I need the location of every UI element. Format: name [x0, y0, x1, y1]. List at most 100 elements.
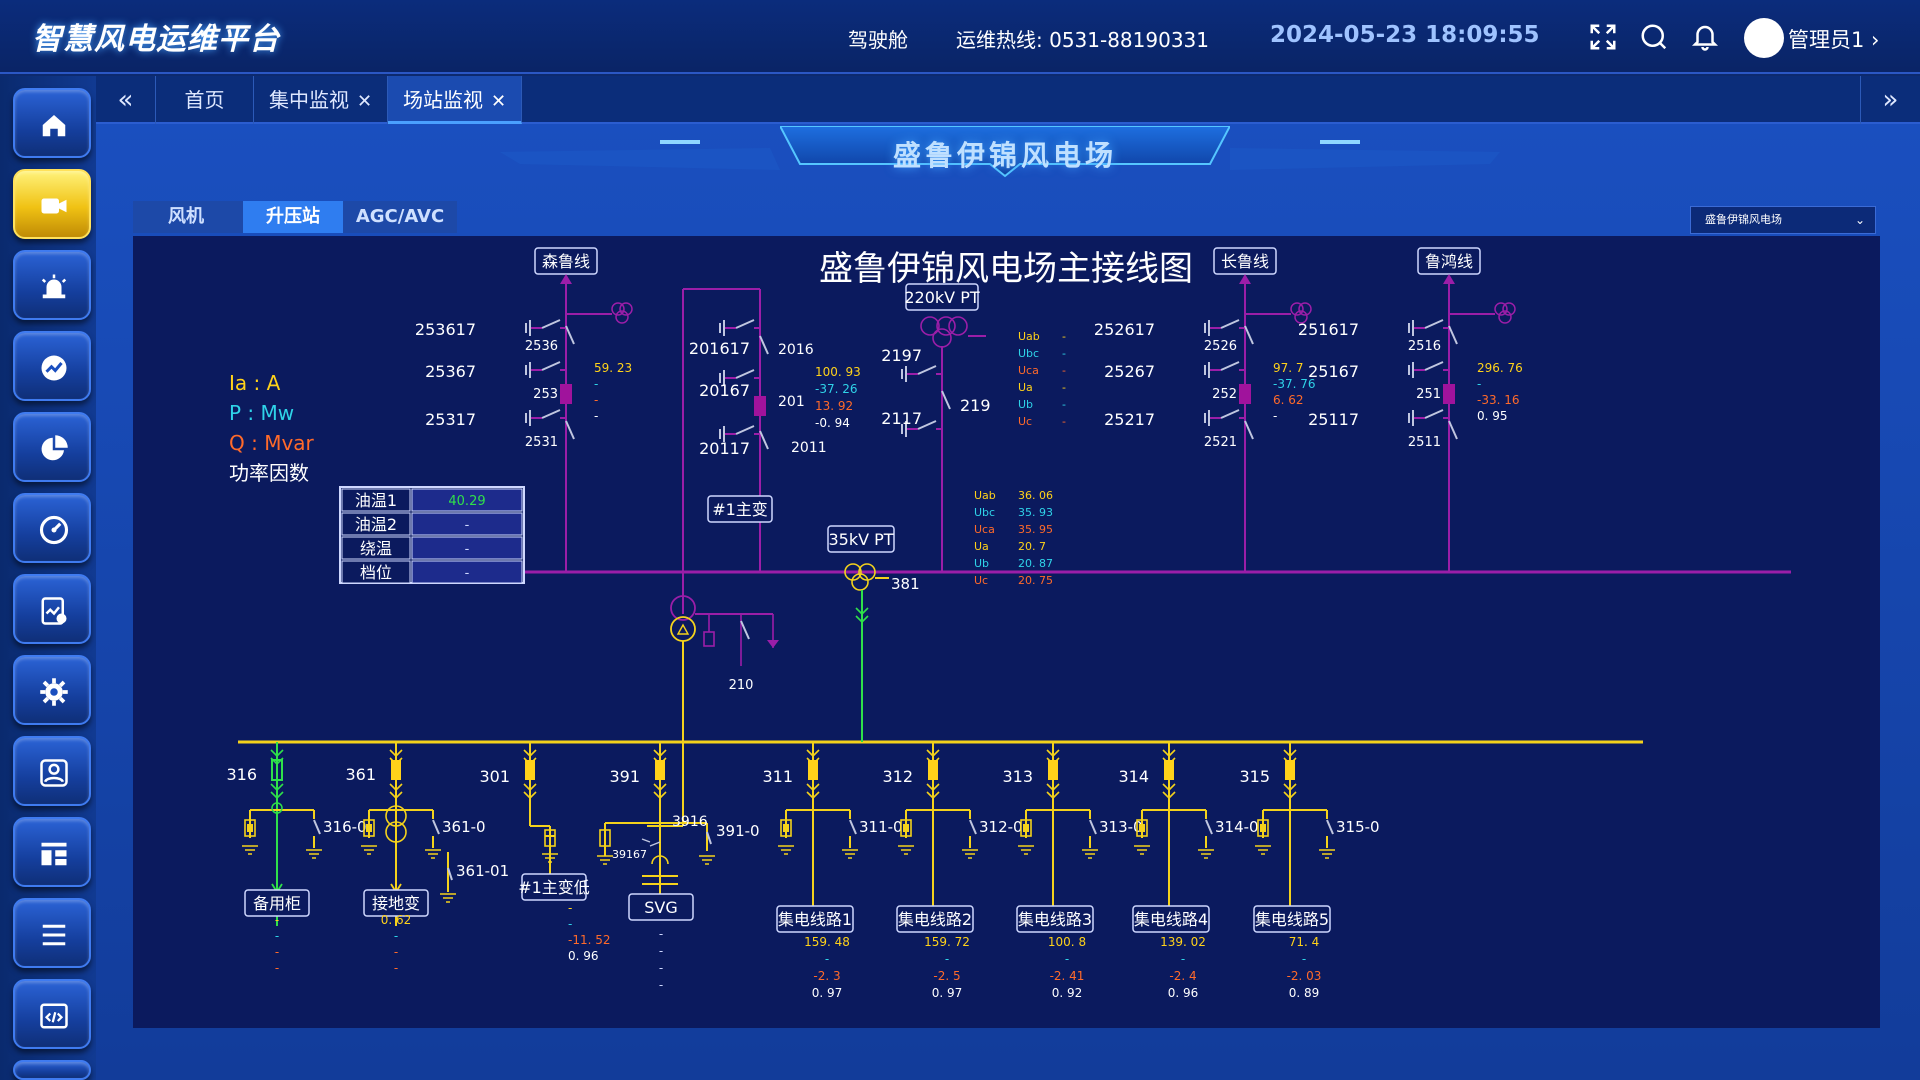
sidebar-item-alarm[interactable]: [13, 250, 91, 320]
arrester-icon: [1136, 819, 1148, 837]
user-menu[interactable]: 管理员1 ›: [1788, 24, 1879, 54]
switch-id: 25267: [1104, 362, 1155, 381]
home-icon: [42, 115, 66, 137]
table-key-cell: [341, 536, 411, 560]
sidebar-item-trend[interactable]: [13, 331, 91, 401]
line-pt-icon: [619, 302, 633, 316]
transformer-hv-winding-icon: [670, 595, 696, 621]
breaker-35kv: [1048, 760, 1058, 780]
bay-name-label: 集电线路3: [1018, 910, 1092, 929]
bay-measurement: -: [394, 945, 398, 959]
banner-right-wing: [1230, 140, 1500, 170]
earth-switch-bot-blade: [735, 425, 755, 435]
arrester-icon: [780, 819, 792, 837]
pt-earth-switch-blade: [917, 420, 937, 430]
switch-id: 253617: [415, 320, 476, 339]
disconnector: [941, 390, 951, 410]
subtab-agc-avc[interactable]: AGC/AVC: [355, 206, 445, 227]
bay-name-label-box: [1132, 905, 1210, 933]
close-icon[interactable]: ✕: [490, 91, 507, 112]
station-dropdown[interactable]: 盛鲁伊锦风电场⌄: [1690, 206, 1876, 234]
close-icon[interactable]: ✕: [356, 91, 373, 112]
avatar[interactable]: [1744, 18, 1784, 58]
line-measurement: -: [1273, 409, 1277, 423]
hotline-text: 运维热线: 0531-88190331: [956, 28, 1210, 52]
sidebar-item-pie[interactable]: [13, 412, 91, 482]
sidebar-item-video[interactable]: [13, 169, 91, 239]
arrester-icon: [900, 819, 912, 837]
tab-label: 首页: [184, 88, 225, 112]
search-icon[interactable]: [1639, 22, 1669, 52]
tab-home[interactable]: 首页: [156, 76, 254, 124]
grounding-transformer-icon: [385, 821, 407, 843]
bell-icon[interactable]: [1690, 22, 1720, 52]
switch-id: 252617: [1094, 320, 1155, 339]
collapse-right-icon[interactable]: »: [1860, 76, 1920, 124]
line-measurement: 97. 7: [1273, 361, 1304, 375]
subtab-substation[interactable]: 升压站: [243, 201, 343, 233]
switch-id: 39167: [612, 848, 647, 861]
pt-winding-icon: [920, 316, 940, 336]
table-value: -: [465, 542, 470, 557]
line-measurement: -: [1477, 377, 1481, 391]
pt-winding-icon: [932, 328, 952, 348]
switch-id: 25367: [425, 362, 476, 381]
bay-measurement: -11. 52: [568, 933, 611, 947]
table-key-cell: [341, 560, 411, 584]
pt-quantity-value: 36. 06: [1018, 489, 1053, 502]
sidebar-item-code[interactable]: [13, 979, 91, 1049]
tab-central-monitor[interactable]: 集中监视✕: [254, 76, 388, 124]
bay-name-label-box: [628, 893, 694, 921]
bay-measurement: 0. 62: [381, 913, 412, 927]
earth-switch-top-ground-icon: [719, 320, 725, 336]
sidebar-item-personnel[interactable]: [13, 736, 91, 806]
earth-switch: [313, 819, 321, 835]
sidebar-item-gauge[interactable]: [13, 493, 91, 563]
switch-id: 2516: [1408, 339, 1441, 354]
bay-measurement: -: [394, 961, 398, 975]
earth-switch-mid-blade: [735, 369, 755, 379]
pt220-label: 220kV PT: [904, 288, 979, 307]
transformer-measurement: -37. 26: [815, 382, 858, 396]
bay-name-label-box: [776, 905, 854, 933]
bay-id: 316: [226, 765, 257, 784]
disconnector: [565, 325, 575, 345]
top-header: 智慧风电运维平台 驾驶舱 运维热线: 0531-88190331 2024-05…: [0, 0, 1920, 74]
subtab-turbine[interactable]: 风机: [168, 206, 204, 227]
sidebar-item-layout[interactable]: [13, 817, 91, 887]
breaker-220kv: [1239, 384, 1251, 404]
pt-winding-icon: [948, 316, 968, 336]
sidebar-item-settings[interactable]: [13, 655, 91, 725]
switch-id: 20117: [699, 439, 750, 458]
bay-name-label: #1主变低: [518, 878, 590, 897]
pt-quantity-key: Ubc: [974, 506, 995, 519]
earth-switch-top-blade: [541, 319, 561, 329]
fullscreen-icon[interactable]: [1588, 22, 1618, 52]
sidebar-item-menu[interactable]: [13, 898, 91, 968]
sidebar-item-home[interactable]: [13, 88, 91, 158]
switch-id: 361-0: [442, 818, 486, 836]
ground-icon: [1319, 849, 1335, 859]
video-camera-icon: [41, 198, 67, 214]
earth-switch-bot-ground-icon: [719, 426, 725, 442]
banner-left-wing: [500, 140, 780, 170]
switch-id: 252: [1212, 387, 1237, 402]
earth-switch-bot-blade: [541, 409, 561, 419]
sidebar-item-report[interactable]: [13, 574, 91, 644]
ground-icon: [440, 893, 456, 903]
sidebar-item-more[interactable]: [13, 1060, 91, 1080]
disconnector-icon: [806, 783, 820, 800]
transformer-measurement: -0. 94: [815, 416, 850, 430]
tab-station-monitor[interactable]: 场站监视✕: [388, 76, 522, 124]
collapse-left-icon[interactable]: «: [96, 76, 156, 124]
arrester-icon: [366, 824, 372, 832]
gauge-icon: [39, 515, 69, 545]
bay-measurement: 0. 97: [932, 986, 963, 1000]
bay-measurement: -: [659, 944, 663, 958]
cockpit-link[interactable]: 驾驶舱: [848, 28, 908, 52]
switch-id: 25167: [1308, 362, 1359, 381]
ground-icon: [242, 845, 258, 855]
bay-measurement: -2. 5: [933, 969, 960, 983]
